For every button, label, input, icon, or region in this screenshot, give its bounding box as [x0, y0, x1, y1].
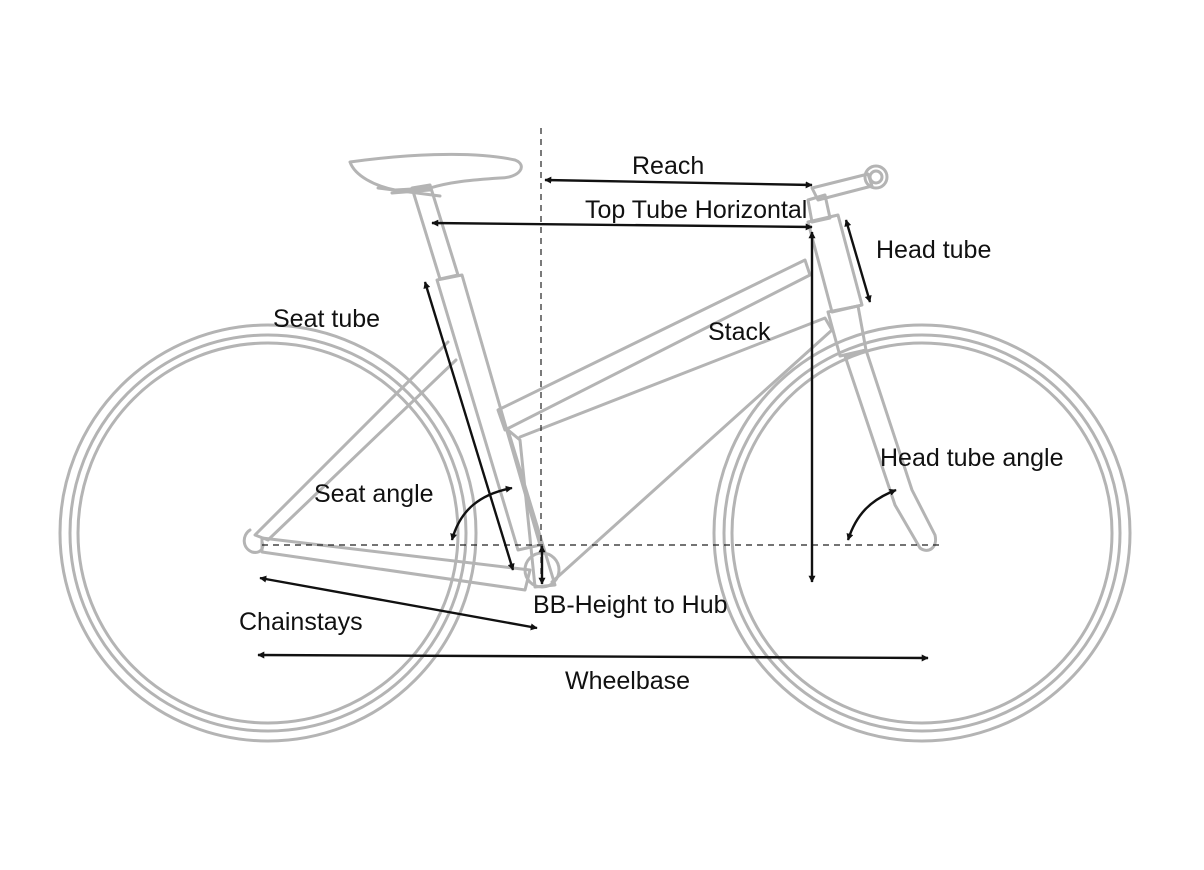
- reach-label: Reach: [632, 152, 704, 180]
- reach-arrow: [544, 176, 813, 189]
- wheelbase-label: Wheelbase: [565, 667, 690, 695]
- front-wheel: [712, 323, 1132, 743]
- wheelbase-arrow: [257, 651, 929, 662]
- chain-stay: [260, 536, 532, 592]
- head-tube-angle-label: Head tube angle: [880, 444, 1063, 472]
- down-tube: [506, 428, 557, 589]
- measurement-arrows: [257, 176, 929, 662]
- seat-angle-label: Seat angle: [314, 480, 434, 508]
- seat-tube: [435, 273, 542, 552]
- saddle: [348, 152, 523, 192]
- rear-wheel: [58, 323, 478, 743]
- fork: [843, 348, 938, 552]
- seat-tube-arrow: [423, 281, 515, 571]
- head-tube: [806, 213, 864, 314]
- chainstays-arrow: [259, 575, 538, 631]
- seat-stay: [253, 340, 458, 542]
- head-tube-arrow: [844, 219, 872, 303]
- handlebar: [863, 164, 889, 190]
- saddle-rails: [376, 186, 442, 198]
- top-tube-arrow: [431, 219, 813, 231]
- head-tube-label: Head tube: [876, 236, 991, 264]
- rear-dropout: [242, 528, 265, 554]
- seat-angle-arc: [450, 485, 513, 541]
- chainstays-label: Chainstays: [239, 608, 363, 636]
- head-tube-angle-arc: [846, 488, 897, 541]
- seat-post: [410, 183, 460, 281]
- seat-tube-label: Seat tube: [273, 305, 380, 333]
- bb-height-to-hub-label: BB-Height to Hub: [533, 591, 728, 619]
- stack-label: Stack: [708, 318, 771, 346]
- top-tube-horizontal-label: Top Tube Horizontal: [585, 196, 807, 224]
